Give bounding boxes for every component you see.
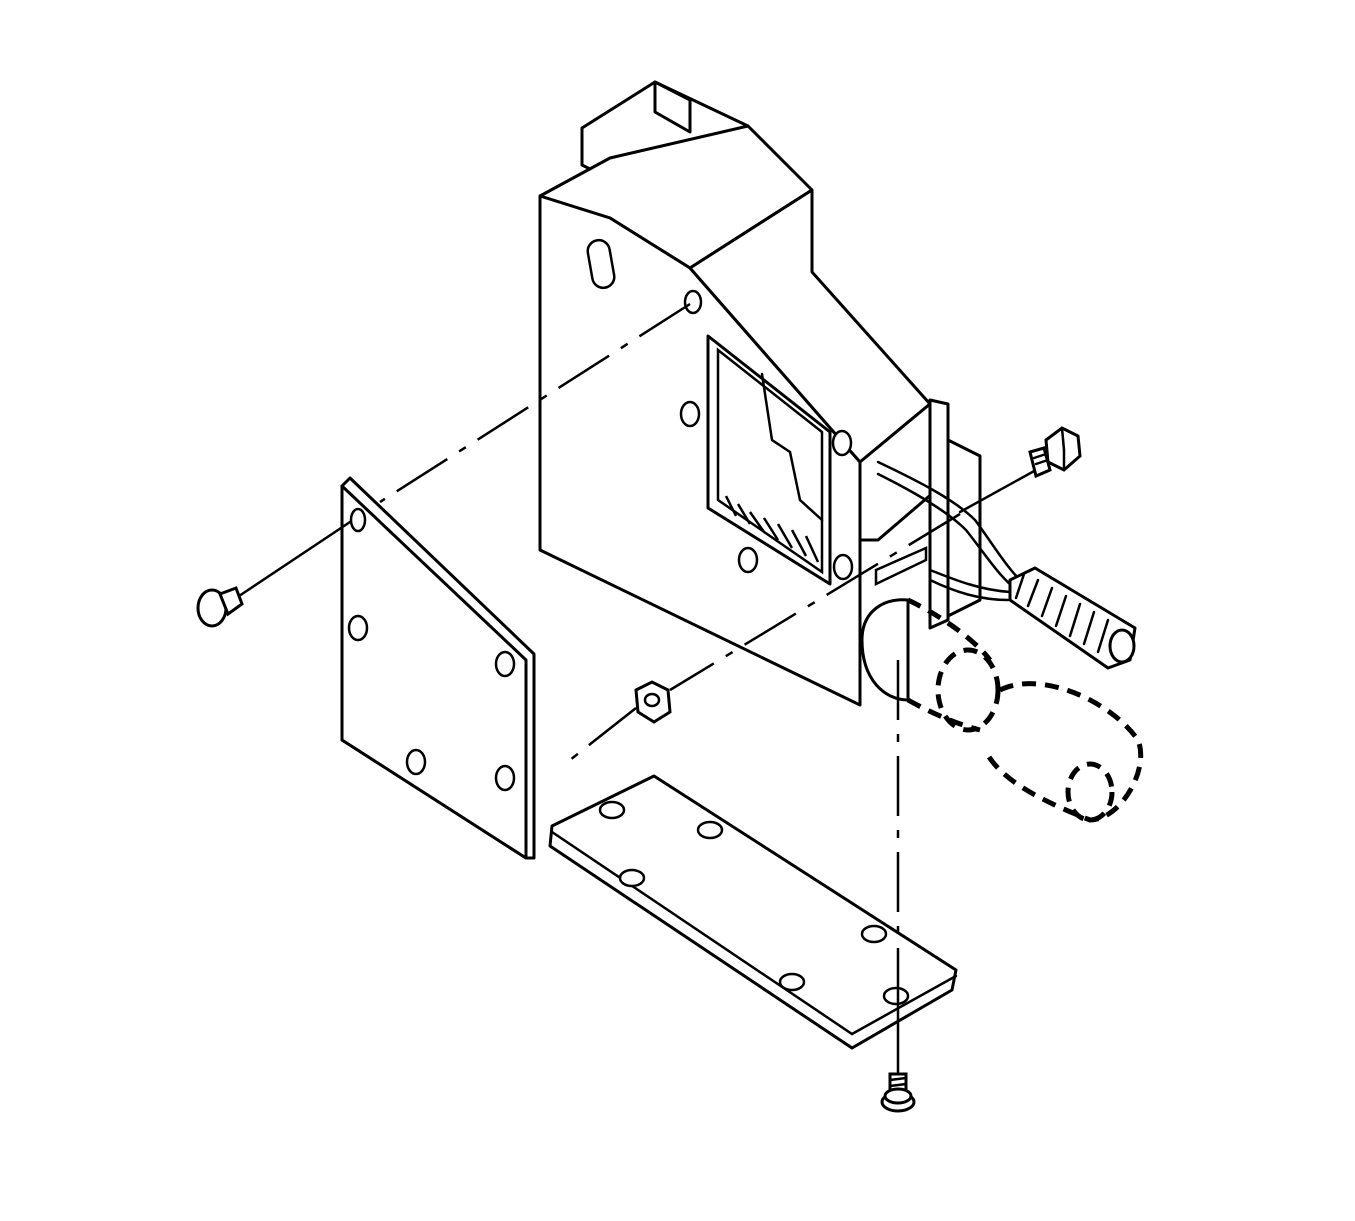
- side-plate: [340, 476, 536, 860]
- assembly-centerlines: [379, 302, 961, 1000]
- phantom-connector: [906, 597, 1144, 823]
- bracket-housing: [538, 80, 982, 707]
- bottom-screw: [880, 998, 916, 1113]
- cable-harness: [876, 460, 1137, 670]
- window-hatch: [724, 495, 820, 563]
- cable-sleeve: [1008, 566, 1137, 670]
- push-pin-retainer: [196, 520, 352, 628]
- bottom-plate: [548, 774, 958, 1050]
- hex-nut: [634, 680, 672, 724]
- hex-bolt: [958, 426, 1082, 514]
